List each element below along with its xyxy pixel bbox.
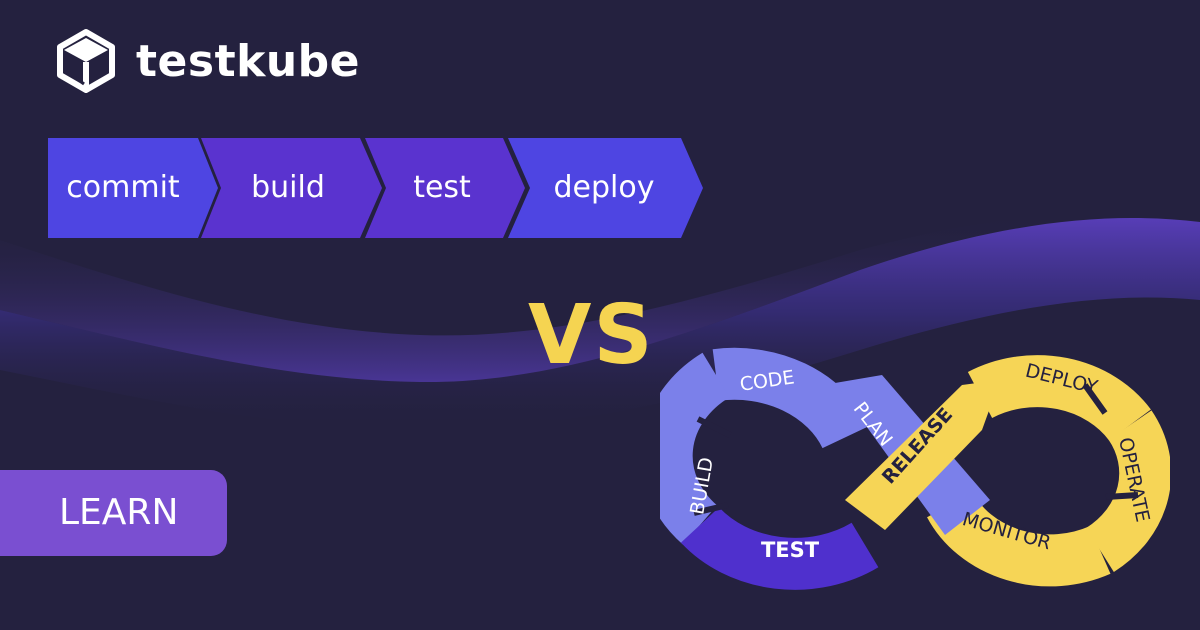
loop-segment-monitor	[927, 491, 1111, 587]
loop-segment-deploy	[967, 355, 1151, 442]
pipeline-chevrons	[48, 138, 703, 238]
learn-button[interactable]: LEARN	[0, 470, 227, 556]
pipeline-step-build-shape	[201, 138, 382, 238]
versus-label: VS	[528, 288, 655, 383]
cube-logo-icon	[57, 29, 115, 93]
pipeline-step-commit: commit	[66, 170, 180, 205]
pipeline-step-deploy: deploy	[553, 170, 655, 205]
loop-segment-operate	[1085, 410, 1170, 572]
loop-segment-code	[712, 347, 870, 450]
loop-segment-release	[845, 380, 1000, 530]
pipeline-step-build: build	[251, 170, 325, 205]
pipeline-step-deploy-shape	[508, 138, 703, 238]
loop-segment-test	[680, 506, 879, 590]
pipeline-step-test: test	[413, 170, 471, 205]
brand-logo[interactable]: testkube	[56, 28, 360, 94]
pipeline-step-commit-shape	[48, 138, 218, 238]
brand-name: testkube	[136, 35, 361, 87]
devops-infinity-loop: CODE BUILD TEST PLAN RELEASE DEPLOY OPER…	[660, 347, 1170, 590]
loop-segment-build	[660, 352, 731, 545]
loop-label-test: TEST	[761, 538, 820, 562]
pipeline-flow: commit build test deploy	[48, 138, 708, 238]
pipeline-step-test-shape	[365, 138, 525, 238]
